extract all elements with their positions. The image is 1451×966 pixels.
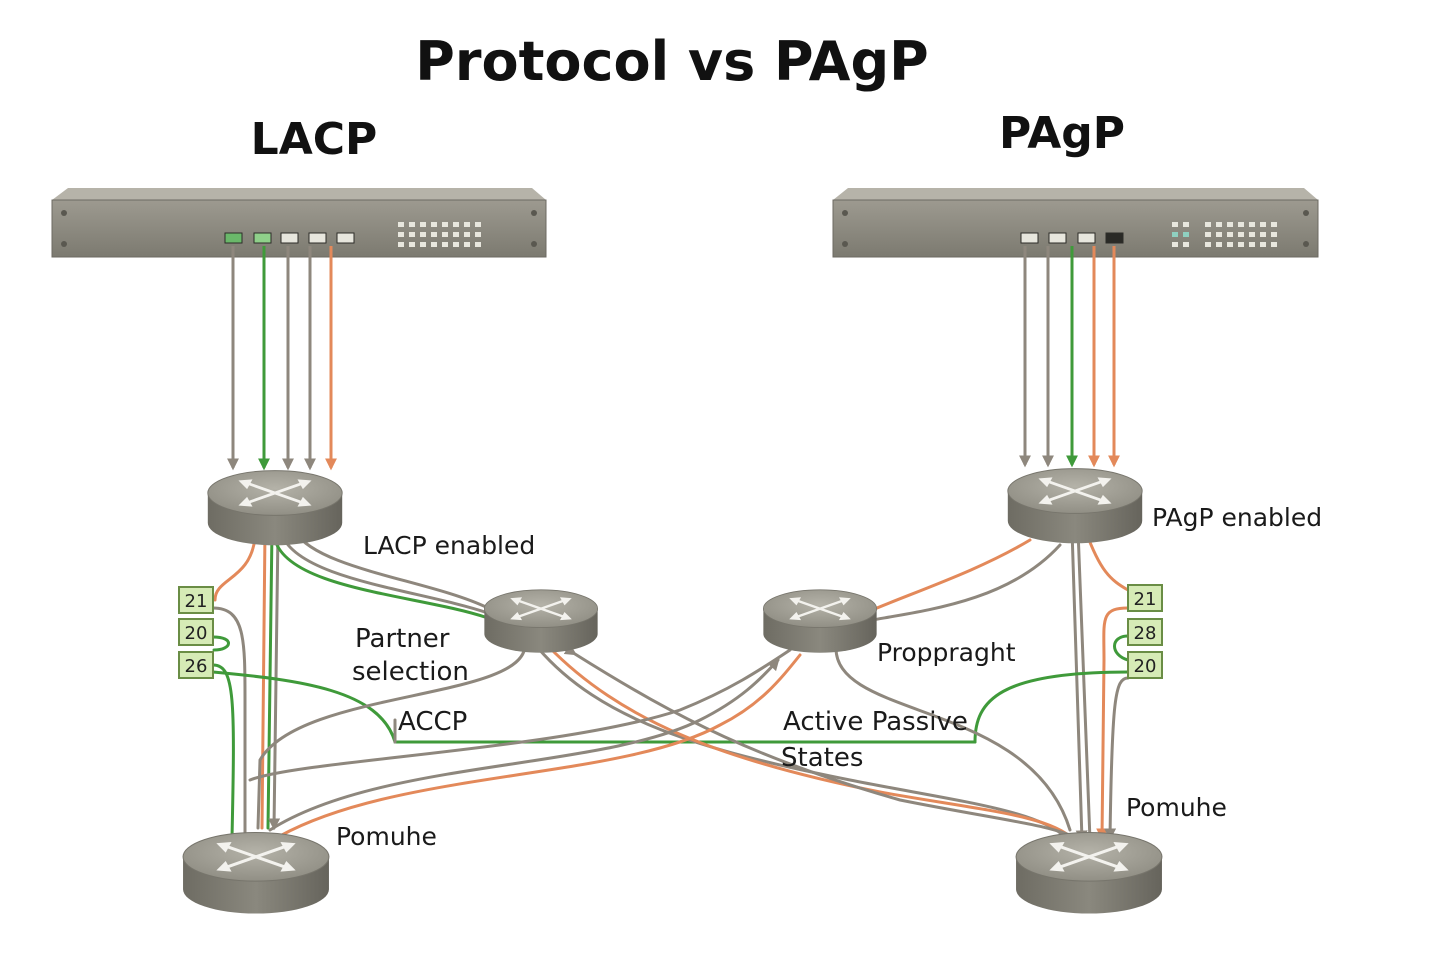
lacp-port-badge: 21 [178, 586, 214, 614]
accp-label: ACCP [398, 707, 467, 737]
pagp-mid-label: Proppraght [877, 638, 1016, 667]
pagp-enabled-label: PAgP enabled [1152, 503, 1322, 532]
pagp-uplinks [1019, 246, 1120, 468]
pagp-port-badge: 20 [1127, 651, 1163, 679]
partner-label-line2: selection [352, 657, 469, 687]
states-label-line1: Active Passive [783, 707, 968, 737]
lacp-switch-icon [51, 188, 547, 258]
lacp-bottom-router-icon [181, 830, 331, 916]
states-label-line2: States [781, 743, 863, 773]
pagp-switch-led-panel [1172, 222, 1277, 247]
pagp-bottom-router-icon [1014, 830, 1164, 916]
lacp-links [211, 528, 977, 840]
pagp-port-label: 20 [1134, 656, 1157, 677]
lacp-top-router-icon [206, 469, 344, 547]
diagram-title: Protocol vs PAgP [415, 30, 928, 93]
pagp-switch-icon [832, 188, 1319, 258]
pagp-links [834, 528, 1130, 843]
pagp-port-badge: 21 [1127, 584, 1163, 612]
lacp-mid-router-icon [483, 588, 599, 654]
pagp-port-label: 21 [1134, 589, 1157, 610]
lacp-heading: LACP [251, 114, 378, 165]
pagp-switch-ports [1020, 232, 1124, 244]
lacp-port-label: 20 [185, 623, 208, 644]
partner-label-line1: Partner [355, 624, 450, 654]
pagp-bottom-label: Pomuhe [1126, 793, 1227, 822]
pagp-mid-router-icon [762, 588, 878, 654]
cross-links [248, 643, 1082, 842]
lacp-bottom-label: Pomuhe [336, 822, 437, 851]
lacp-port-badge: 26 [178, 651, 214, 679]
pagp-port-badge: 28 [1127, 618, 1163, 646]
lacp-port-badge: 20 [178, 618, 214, 646]
lacp-port-badges: 21 20 26 [178, 586, 214, 679]
pagp-heading: PAgP [999, 108, 1125, 159]
lacp-enabled-label: LACP enabled [363, 531, 535, 560]
pagp-port-badges: 21 28 20 [1127, 584, 1163, 679]
lacp-switch-led-panel [398, 222, 481, 247]
pagp-top-router-icon [1006, 467, 1144, 545]
lacp-port-label: 21 [185, 591, 208, 612]
pagp-port-label: 28 [1134, 623, 1157, 644]
lacp-uplinks [227, 246, 337, 471]
lacp-port-label: 26 [185, 656, 208, 677]
lacp-switch-ports [224, 232, 355, 244]
